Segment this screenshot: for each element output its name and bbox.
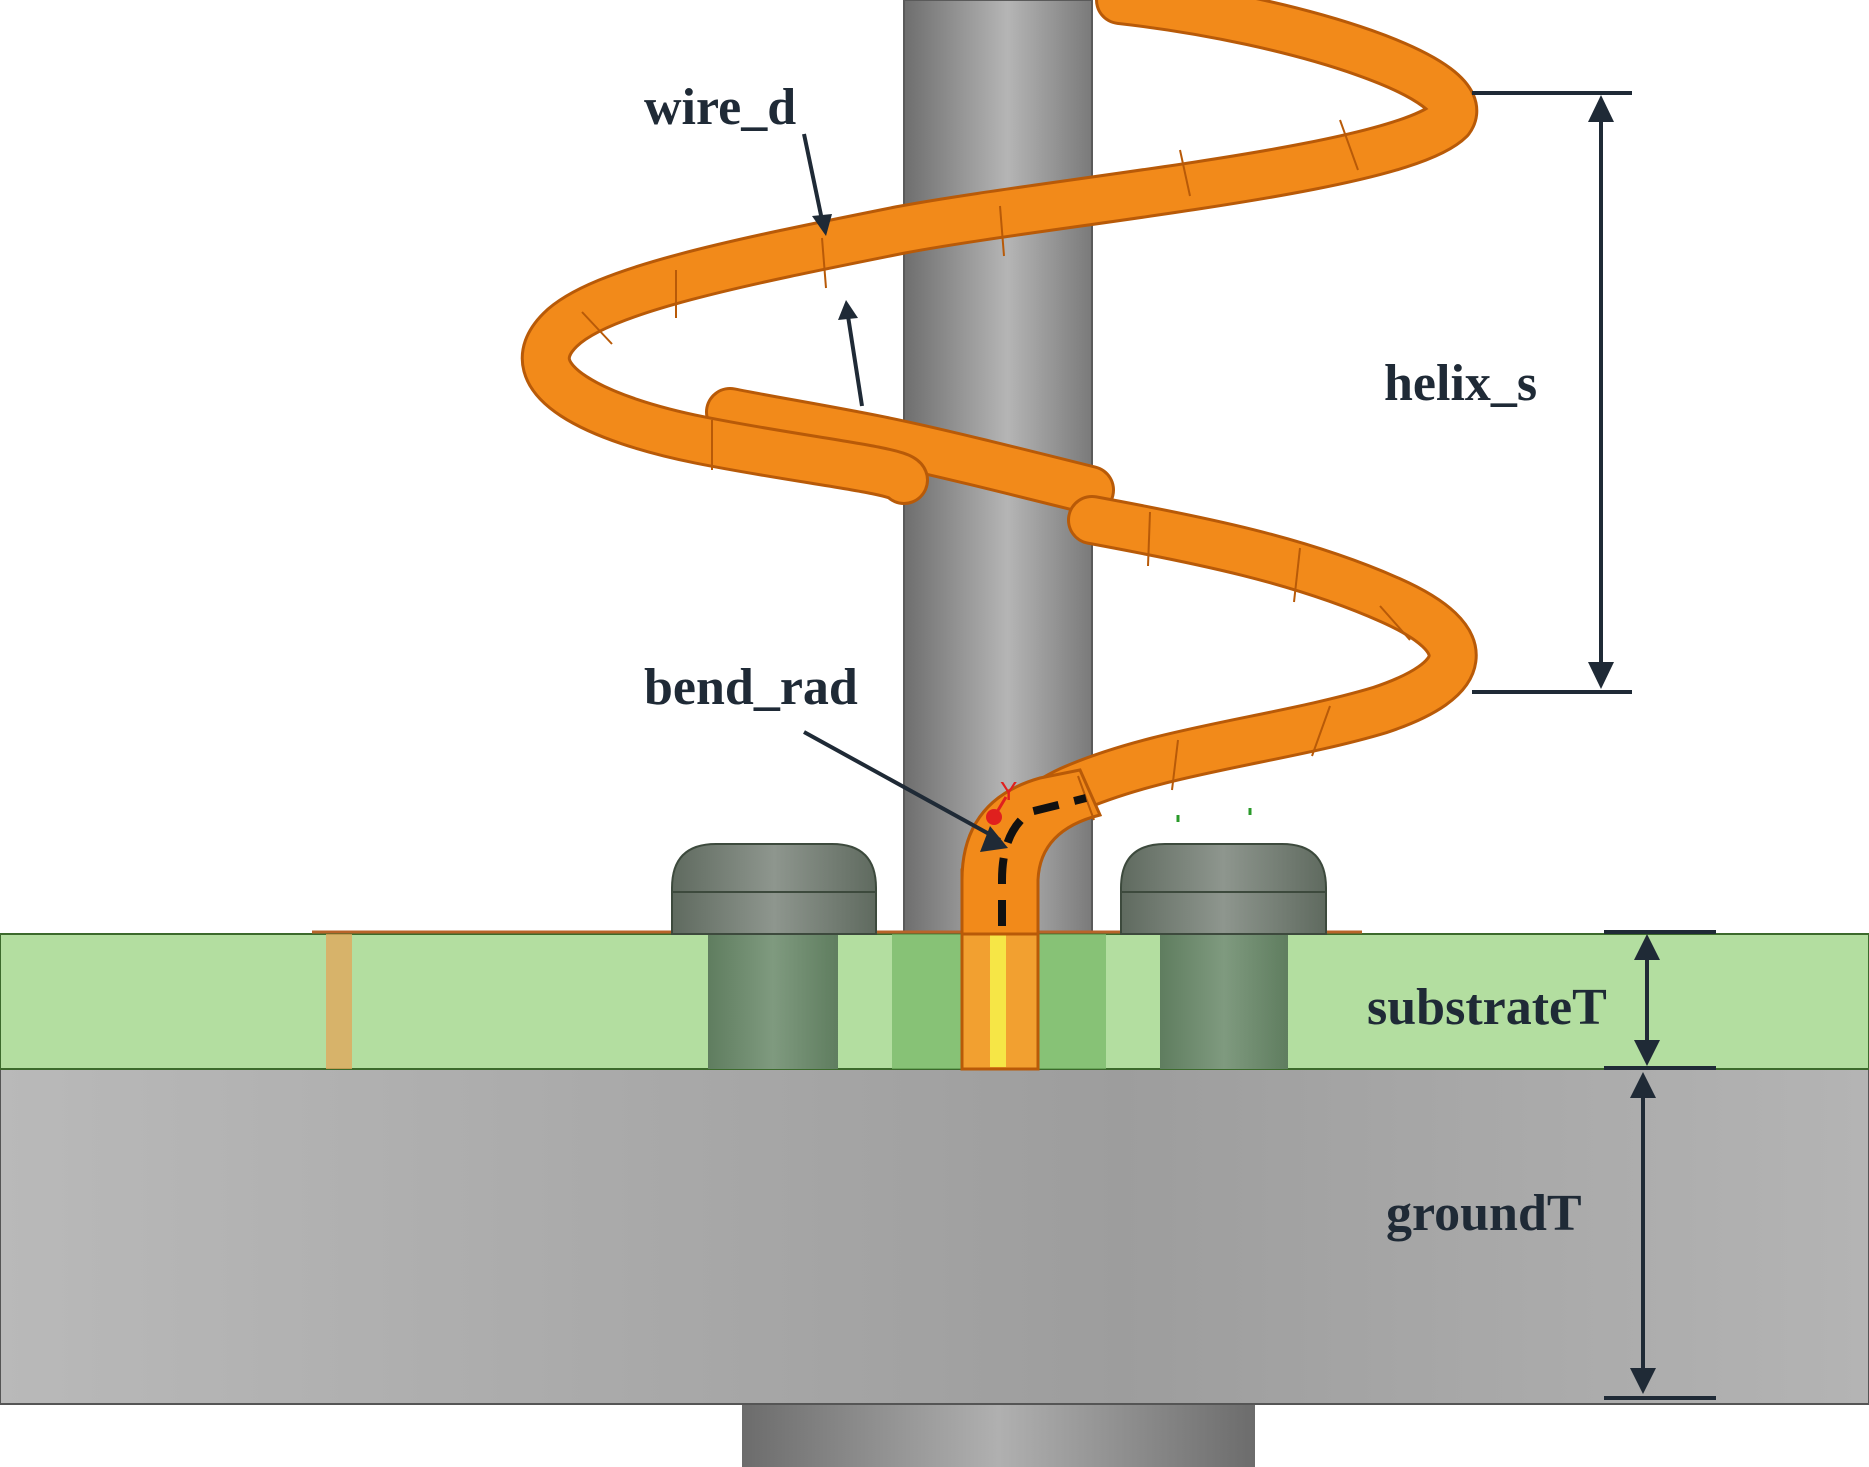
right-screw-cap	[1120, 843, 1327, 935]
helix-wire-main-fill	[523, 0, 1476, 502]
helix-mesh-lines	[581, 119, 1411, 821]
substrate-t-label: substrateT	[1367, 979, 1607, 1036]
helix-wire-back-segment-fill	[708, 390, 1112, 512]
ground-t-annotation: groundT	[1386, 1072, 1716, 1400]
ground-plane	[0, 1067, 1869, 1405]
bottom-post	[742, 1403, 1255, 1467]
bend-rad-annotation: bend_rad	[644, 659, 1008, 852]
wire-d-label: wire_d	[644, 79, 796, 136]
coordinate-marker: Y	[986, 776, 1252, 825]
substrate-t-annotation: substrateT	[1367, 930, 1716, 1070]
helix-s-annotation: helix_s	[1384, 91, 1632, 694]
bend-rad-label: bend_rad	[644, 659, 858, 716]
right-screw-pin	[1160, 934, 1288, 1069]
left-screw-cap	[671, 843, 877, 935]
bend-radius-dashed-arc	[998, 794, 1087, 926]
svg-text:Y: Y	[1000, 776, 1017, 806]
ground-t-label: groundT	[1386, 1185, 1582, 1242]
wire-d-annotation: wire_d	[644, 79, 864, 407]
left-screw-pin	[708, 934, 838, 1069]
substrate-via-left	[326, 934, 352, 1069]
helix-s-label: helix_s	[1384, 355, 1537, 412]
